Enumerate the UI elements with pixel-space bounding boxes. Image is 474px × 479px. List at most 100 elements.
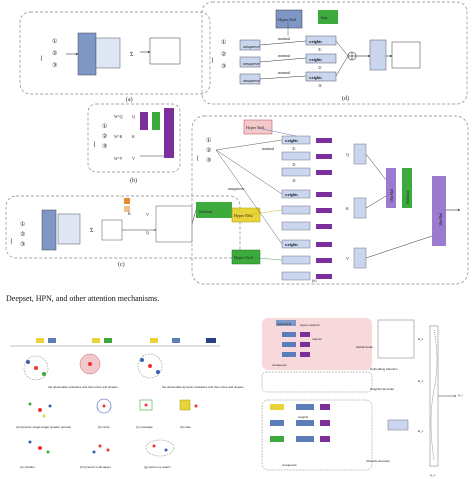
panel-e-hyper-net-1 [243, 119, 273, 135]
panel-a-input-1: ① [52, 38, 57, 45]
br-out-eo: E_o [418, 429, 424, 433]
panel-d-matmul-1: matmul [278, 36, 291, 41]
panel-d-unsqueeze-3: unsqueeze [243, 78, 260, 83]
panel-c-v: V [146, 212, 149, 217]
panel-b: { ① ② ③ W^Q W^K W^V Q K V (b) [87, 103, 181, 184]
bottom-left-figure: the observable obstacles and their sizes… [2, 318, 244, 478]
panel-e-q: Q [346, 152, 349, 157]
case-g: (g) swarm vs swarm [144, 465, 171, 469]
panel-e-matmul-label-2: MatMul [438, 212, 443, 226]
panel-d-weights-2: weights [309, 57, 322, 62]
figure-caption-fragment: Deepset, HPN, and other attention mechan… [6, 294, 159, 303]
panel-e: { ① ② ③ Hyper Net1 Hyper Net2 Hyper Net3… [191, 115, 469, 285]
panel-b-q: Q [132, 114, 135, 119]
br-out-en: E_n [418, 379, 424, 383]
panel-e-k: K [346, 206, 349, 211]
panel-c-caption: (c) [118, 261, 125, 268]
panel-d-unsqueeze-1: unsqueeze [243, 44, 260, 49]
panel-d: { ① ② ③ Hyper Net1 bias matmul matmul ma… [201, 1, 468, 105]
panel-d-input-1: ① [221, 39, 226, 46]
br-hypernet1: HyperNet1 [277, 322, 292, 326]
panel-d-caption: (d) [342, 95, 349, 102]
br-obstacle-encoder: Obstacle-Encoder [366, 459, 390, 463]
panel-e-brace: { [196, 156, 199, 162]
panel-c-input-2: ② [20, 231, 25, 238]
br-matmul: matmul [312, 337, 322, 341]
panel-d-bias [318, 10, 338, 24]
panel-b-wv: W^V [114, 156, 123, 161]
obs-note-2: the observable dynamic obstacles and the… [162, 385, 244, 389]
panel-a-encoder [77, 32, 97, 76]
panel-b-v: V [132, 156, 135, 161]
panel-e-input-1: ① [206, 137, 211, 144]
case-c: (c) rectangle [136, 425, 153, 429]
panel-d-input-3: ③ [221, 63, 226, 70]
panel-e-matmul-block-2 [432, 176, 446, 246]
panel-b-input-2: ② [102, 133, 107, 140]
panel-c-input-1: ① [20, 221, 25, 228]
panel-e-unsqueeze: unsqueeze [228, 186, 245, 191]
panel-d-weights-1: weights [309, 39, 322, 44]
panel-e-caption: (e) [312, 278, 317, 283]
br-neighbor-encoder: Neighbor-Encoder [370, 387, 394, 391]
panel-d-unsqueeze-2: unsqueeze [243, 61, 260, 66]
panel-d-matmul-2: matmul [278, 53, 291, 58]
panel-b-wk: W^K [114, 134, 123, 139]
panel-e-softmax-label: Softmax [405, 190, 410, 204]
panel-c: { ① ② ③ Σ K Q V Softmax (c) [5, 195, 241, 268]
panel-e-hyper-net-1-label: Hyper Net1 [246, 125, 265, 130]
case-d: (d) cube [180, 425, 191, 429]
panel-e-matmul: matmul [262, 146, 275, 151]
br-out-es: E_s [418, 337, 424, 341]
br-out-phi-o: φ_o [430, 473, 436, 477]
panel-e-softmax-block [402, 168, 412, 208]
panel-c-brace: { [10, 239, 13, 245]
br-unsqueeze: unsqueeze [272, 363, 287, 367]
panel-e-hyper-net-2-label: Hyper Net2 [234, 213, 253, 218]
panel-e-weights-7: weights [285, 242, 298, 247]
panel-c-softmax-block [196, 202, 232, 218]
panel-d-brace: { [211, 58, 214, 64]
panel-e-weights-1: weights [285, 138, 298, 143]
panel-e-weight-id-3: ③ [292, 178, 296, 183]
panel-c-sum: Σ [90, 228, 94, 234]
panel-c-k: K [128, 211, 131, 216]
panel-e-matmul-label-1: MatMul [389, 188, 394, 202]
panel-e-weight-id-1: ① [292, 146, 296, 151]
panel-d-weight-id-2: ② [318, 65, 322, 70]
panel-d-input-2: ② [221, 51, 226, 58]
panel-c-q: Q [146, 230, 149, 235]
panel-e-hyper-net-3-label: Hyper Net3 [234, 255, 253, 260]
panel-a-brace: { [40, 56, 43, 62]
panel-b-input-1: ① [102, 123, 107, 130]
br-out-phi-r: φ_r [458, 393, 463, 397]
panel-b-wq: W^Q [114, 114, 123, 119]
panel-c-softmax: Softmax [199, 209, 213, 214]
panel-c-input-3: ③ [20, 241, 25, 248]
panel-d-weight-id-3: ③ [318, 83, 322, 88]
case-b: (b) circle [98, 425, 110, 429]
bottom-right-figure: Hyper-network HyperNet1 matmul unsqueeze… [261, 318, 463, 477]
panel-e-v: V [346, 256, 349, 261]
obs-note-1: the observable obstacles and their sizes… [48, 385, 118, 389]
case-a: (a) dynamic single-target (evader pursui… [16, 425, 71, 429]
panel-a-output [149, 37, 181, 65]
br-weights: weights [298, 415, 309, 419]
panel-d-bias-label: bias [321, 15, 328, 20]
br-self-encoder: Self-Encoder [356, 345, 373, 349]
panel-e-weights-4: weights [285, 192, 298, 197]
panel-b-input-3: ③ [102, 143, 107, 150]
panel-d-hyper-net-label: Hyper Net1 [278, 17, 297, 22]
panel-b-caption: (b) [130, 177, 137, 184]
panel-d-weight-id-1: ① [318, 47, 322, 52]
panel-a: { ① ② ③ Σ (a) [19, 11, 211, 103]
panel-a-sum: Σ [130, 52, 134, 58]
panel-b-k: K [132, 134, 135, 139]
case-e: (e) cylinder [20, 465, 35, 469]
panel-e-matmul-block-1 [386, 168, 396, 208]
panel-e-input-2: ② [206, 147, 211, 154]
br-embedding-attention: Embedding Attention [370, 367, 398, 371]
panel-b-brace: { [93, 142, 96, 148]
panel-d-matmul-3: matmul [278, 70, 291, 75]
panel-a-input-2: ② [52, 50, 57, 57]
